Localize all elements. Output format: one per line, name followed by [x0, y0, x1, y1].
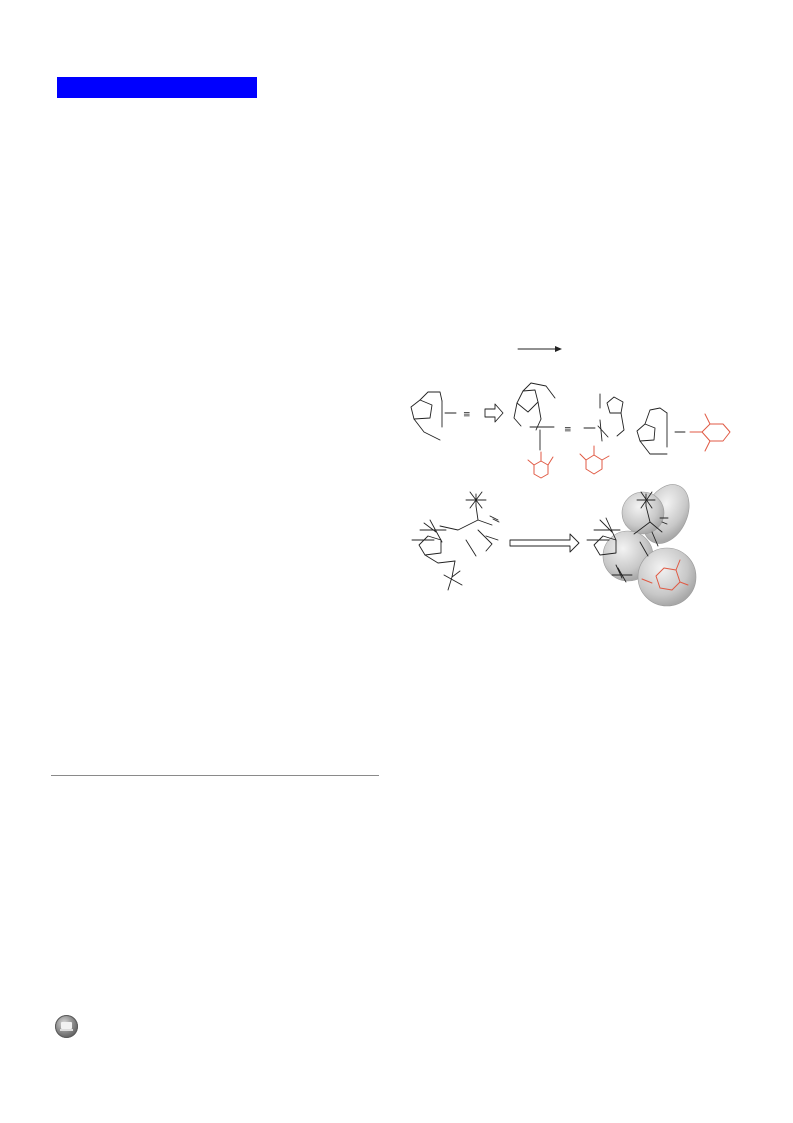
reaction-arrow: [517, 346, 562, 352]
metallocene-molecule-1: ≡: [410, 391, 471, 441]
footnote-divider: [51, 775, 379, 776]
dimer-complex: ≡: [513, 382, 625, 479]
open-arrow-small: [484, 403, 504, 423]
bulky-ligand-complex: [411, 491, 500, 591]
monitor-icon[interactable]: [55, 1015, 78, 1038]
space-filling-model: [586, 484, 697, 607]
section-header-bar: [57, 77, 257, 98]
equivalence-symbol-2: ≡: [564, 425, 572, 435]
open-arrow-large: [509, 533, 580, 553]
equivalence-symbol: ≡: [463, 410, 471, 420]
aryl-metallocene: [636, 407, 731, 455]
